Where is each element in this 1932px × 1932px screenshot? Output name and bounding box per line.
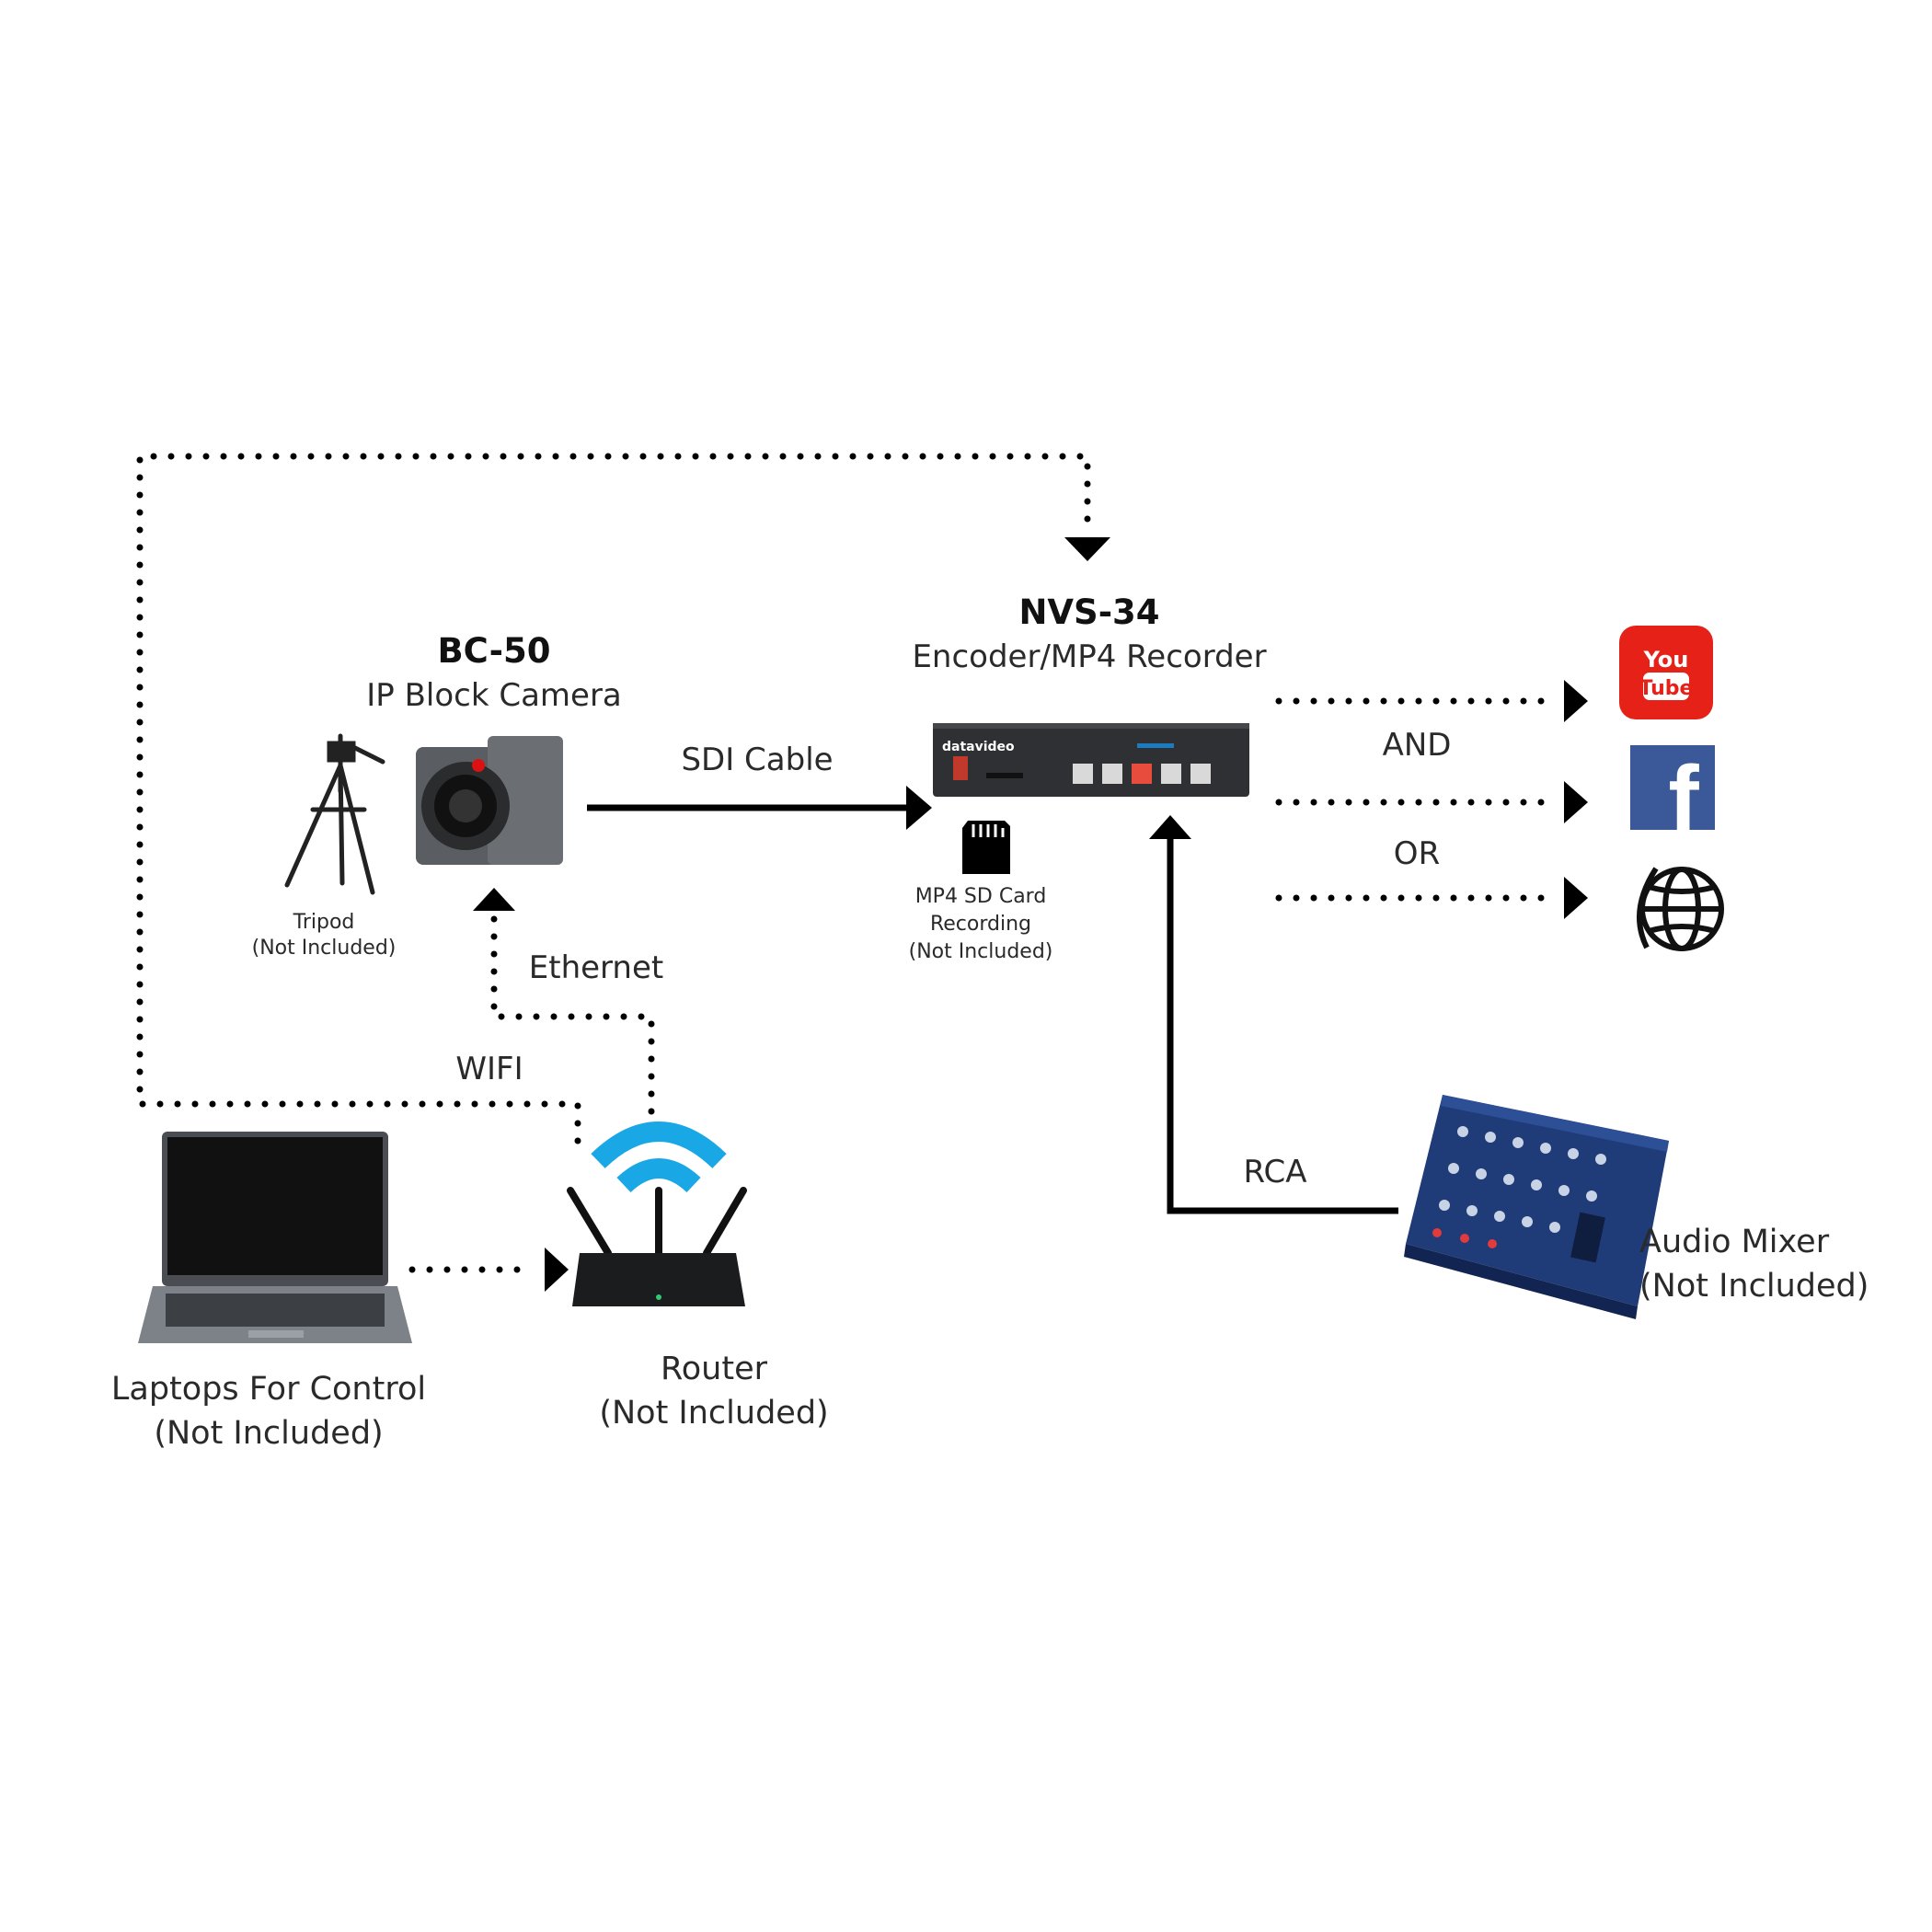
laptop-label: Laptops For Control bbox=[110, 1371, 427, 1408]
tripod-label: Tripod bbox=[293, 911, 355, 934]
globe-icon[interactable] bbox=[1637, 867, 1724, 951]
ethernet-line bbox=[490, 914, 655, 1115]
router-image bbox=[567, 1187, 747, 1306]
camera-model-title: BC-50 bbox=[437, 631, 551, 671]
encoder-model-title: NVS-34 bbox=[1018, 592, 1160, 632]
or-label: OR bbox=[1393, 835, 1441, 872]
encoder-description: Encoder/MP4 Recorder bbox=[912, 638, 1267, 675]
youtube-icon-top: You bbox=[1643, 647, 1689, 673]
tripod-image bbox=[284, 733, 385, 895]
ethernet-label: Ethernet bbox=[528, 949, 664, 986]
router-label: Router bbox=[661, 1351, 767, 1387]
output-arrow-facebook bbox=[1564, 781, 1588, 823]
laptop-image bbox=[138, 1132, 412, 1343]
facebook-icon[interactable] bbox=[1630, 745, 1715, 830]
laptop-router-arrow bbox=[545, 1248, 569, 1292]
ethernet-arrow bbox=[473, 888, 515, 911]
sd-card-recording: Recording bbox=[929, 913, 1032, 936]
encoder-brand: datavideo bbox=[942, 740, 1015, 754]
and-label: AND bbox=[1382, 727, 1452, 764]
audio-mixer-image bbox=[1404, 1095, 1669, 1319]
encoder-input-arrow bbox=[1064, 537, 1110, 561]
wifi-control-line bbox=[136, 453, 1091, 1144]
wifi-signal-icon bbox=[591, 1121, 727, 1193]
youtube-tube-box bbox=[1643, 673, 1689, 700]
mixer-note: (Not Included) bbox=[1639, 1268, 1869, 1305]
camera-description: IP Block Camera bbox=[366, 677, 622, 714]
output-arrow-youtube bbox=[1564, 680, 1588, 722]
facebook-icon-letter: f bbox=[1668, 747, 1699, 850]
sdi-cable-label: SDI Cable bbox=[681, 742, 834, 778]
mixer-label: Audio Mixer bbox=[1639, 1224, 1830, 1260]
rca-line bbox=[1167, 837, 1398, 1214]
sd-card-note: (Not Included) bbox=[908, 940, 1053, 963]
rca-label: RCA bbox=[1243, 1154, 1307, 1190]
sdi-arrow bbox=[906, 786, 932, 830]
sd-card-contacts bbox=[972, 824, 1005, 837]
camera-image bbox=[416, 736, 563, 865]
encoder-image bbox=[933, 723, 1249, 797]
tripod-note: (Not Included) bbox=[251, 937, 397, 960]
sd-card-label: MP4 SD Card bbox=[914, 885, 1047, 908]
rca-arrow bbox=[1149, 815, 1191, 839]
wifi-label: WIFI bbox=[455, 1051, 523, 1087]
laptop-note: (Not Included) bbox=[154, 1415, 384, 1452]
router-note: (Not Included) bbox=[599, 1395, 829, 1432]
youtube-icon-bottom: Tube bbox=[1639, 677, 1694, 700]
output-arrow-web bbox=[1564, 877, 1588, 919]
